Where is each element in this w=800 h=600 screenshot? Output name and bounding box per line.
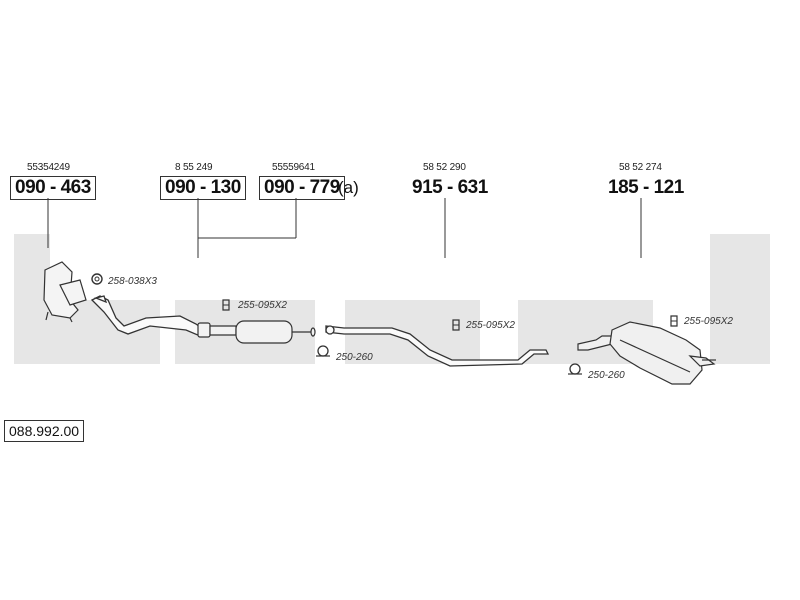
intermediate-pipe-drawing xyxy=(325,325,550,367)
center-muffler-drawing xyxy=(197,320,316,344)
oem-number: 55354249 xyxy=(27,162,70,173)
part-number-915-631[interactable]: 915 - 631 xyxy=(412,177,488,198)
part-number-090-463[interactable]: 090 - 463 xyxy=(10,176,96,200)
clamp-icon xyxy=(222,299,230,311)
oem-number: 8 55 249 xyxy=(175,162,213,173)
leader-lines xyxy=(47,198,642,258)
gasket-ring-icon xyxy=(91,273,103,285)
oem-number: 58 52 274 xyxy=(619,162,662,173)
variant-suffix: (a) xyxy=(338,178,359,197)
clamp-icon xyxy=(452,319,460,331)
rear-muffler-drawing xyxy=(577,321,716,385)
oem-number: 55559641 xyxy=(272,162,315,173)
hardware-label[interactable]: 255-095X2 xyxy=(238,300,287,311)
oem-number: 58 52 290 xyxy=(423,162,466,173)
catalytic-converter-drawing xyxy=(43,261,87,323)
part-number-185-121[interactable]: 185 - 121 xyxy=(608,177,684,198)
hardware-label[interactable]: 255-095X2 xyxy=(684,316,733,327)
part-number-090-130[interactable]: 090 - 130 xyxy=(160,176,246,200)
part-number-090-779[interactable]: 090 - 779 xyxy=(259,176,345,200)
hardware-label[interactable]: 250-260 xyxy=(336,352,373,363)
hardware-label[interactable]: 250-260 xyxy=(588,370,625,381)
hardware-label[interactable]: 258-038X3 xyxy=(108,276,157,287)
hanger-icon xyxy=(568,363,582,375)
clamp-icon xyxy=(670,315,678,327)
hanger-icon xyxy=(316,345,330,357)
diagram-reference-number: 088.992.00 xyxy=(4,420,85,442)
hardware-label[interactable]: 255-095X2 xyxy=(466,320,515,331)
